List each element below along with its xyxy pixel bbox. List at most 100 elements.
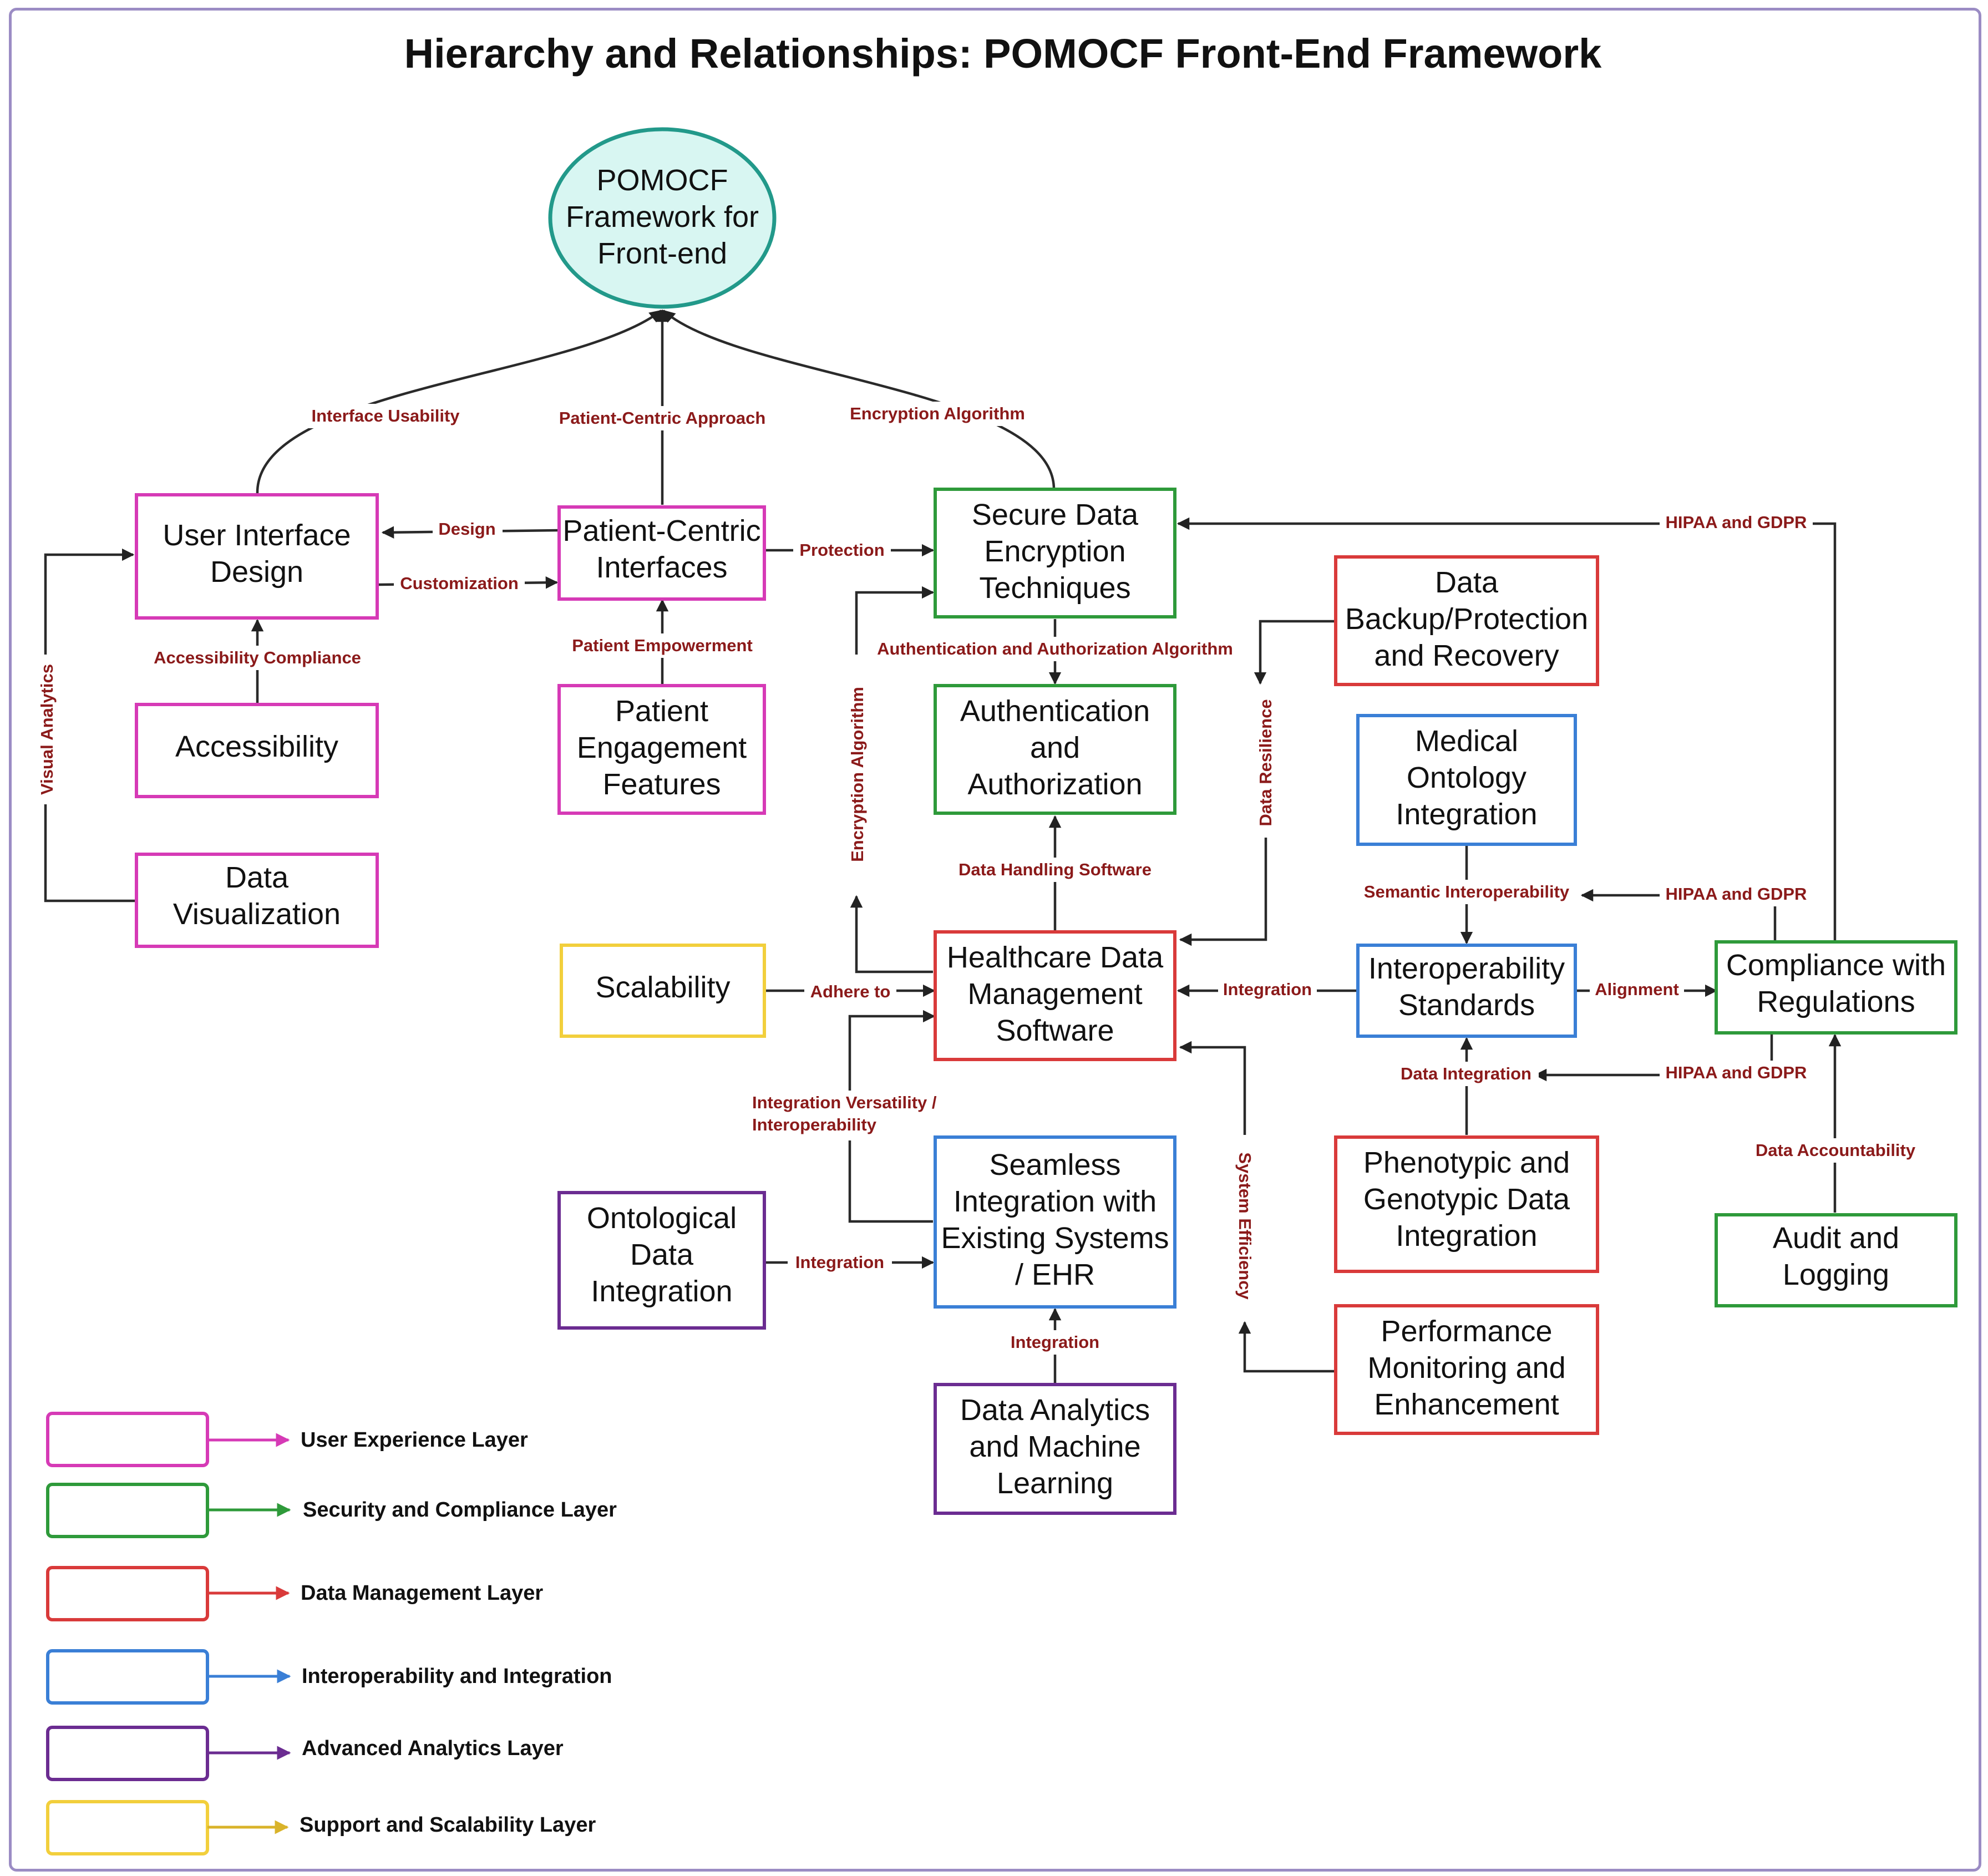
label-data-resilience: Data Resilience (1256, 699, 1275, 826)
edge-interface-usability (256, 310, 662, 494)
node-data-backup-line-2: Backup/Protection (1345, 602, 1588, 636)
node-auth: Authentication and Authorization (934, 684, 1176, 815)
edge-encryption-side-b (855, 586, 935, 655)
node-medical-ontology-line-2: Ontology (1407, 761, 1526, 794)
node-interop-standards: Interoperability Standards (1356, 944, 1577, 1038)
label-accessibility-compliance: Accessibility Compliance (154, 648, 361, 667)
node-seamless-line-2: Integration with (954, 1185, 1157, 1218)
node-scalability: Scalability (560, 944, 766, 1038)
label-patient-empowerment: Patient Empowerment (572, 636, 753, 655)
node-data-backup-line-1: Data (1435, 566, 1499, 599)
node-analytics-ml-line-2: and Machine (969, 1430, 1140, 1463)
label-alignment: Alignment (1595, 980, 1679, 999)
node-performance-line-3: Enhancement (1374, 1388, 1559, 1421)
label-system-efficiency: System Efficiency (1235, 1152, 1255, 1300)
node-root-line-1: POMOCF (597, 164, 728, 197)
node-analytics-ml-line-3: Learning (997, 1467, 1113, 1500)
label-encryption-algorithm-top: Encryption Algorithm (850, 404, 1025, 423)
edge-labels: Interface Usability Patient-Centric Appr… (34, 402, 1927, 1355)
node-auth-line-3: Authorization (967, 768, 1142, 801)
legend-item-scalability: Support and Scalability Layer (46, 1800, 596, 1855)
diagram-title: Hierarchy and Relationships: POMOCF Fron… (404, 31, 1602, 77)
node-scalability-line-1: Scalability (595, 971, 730, 1004)
label-patient-centric-approach: Patient-Centric Approach (559, 408, 766, 428)
label-encryption-algorithm-side: Encryption Algorithm (848, 687, 867, 862)
node-audit-line-1: Audit and (1773, 1221, 1899, 1255)
label-data-handling: Data Handling Software (958, 860, 1152, 879)
node-ui-design-line-2: Design (210, 555, 303, 589)
label-integration-ontological: Integration (795, 1253, 884, 1272)
node-seamless-line-3: Existing Systems (941, 1221, 1169, 1255)
node-ontological-line-3: Integration (591, 1275, 732, 1308)
node-data-visualization: Data Visualization (135, 853, 379, 948)
node-data-backup: Data Backup/Protection and Recovery (1334, 555, 1599, 686)
label-visual-analytics: Visual Analytics (37, 664, 57, 795)
label-customization: Customization (400, 574, 519, 593)
node-compliance-line-2: Regulations (1757, 985, 1915, 1018)
node-phenotypic-line-3: Integration (1396, 1219, 1537, 1253)
label-semantic-interop: Semantic Interoperability (1364, 882, 1570, 901)
node-accessibility-line-1: Accessibility (175, 730, 338, 763)
legend-label-user-experience: User Experience Layer (301, 1428, 528, 1452)
node-patient-engagement-line-2: Engagement (577, 731, 747, 764)
node-audit-line-2: Logging (1783, 1258, 1889, 1291)
label-integration-dms: Integration (1223, 980, 1312, 999)
legend-item-analytics: Advanced Analytics Layer (46, 1726, 564, 1781)
node-patient-centric-line-2: Interfaces (596, 551, 727, 584)
node-medical-ontology-line-3: Integration (1396, 798, 1537, 831)
node-performance: Performance Monitoring and Enhancement (1334, 1304, 1599, 1435)
node-healthcare-dms-line-3: Software (996, 1014, 1114, 1047)
node-secure-encryption: Secure Data Encryption Techniques (934, 488, 1176, 618)
node-ontological-line-2: Data (630, 1238, 694, 1271)
legend-item-user-experience: User Experience Layer (46, 1412, 528, 1467)
edge-data-resilience-b (1179, 838, 1267, 946)
label-hipaa-top: HIPAA and GDPR (1666, 513, 1807, 532)
node-interop-standards-line-2: Standards (1398, 988, 1535, 1022)
label-data-integration: Data Integration (1401, 1064, 1531, 1083)
legend-item-security: Security and Compliance Layer (46, 1483, 617, 1538)
node-data-backup-line-3: and Recovery (1374, 639, 1559, 672)
node-secure-encryption-line-1: Secure Data (972, 498, 1139, 531)
label-integration-analytics: Integration (1011, 1332, 1099, 1352)
node-auth-line-1: Authentication (960, 694, 1150, 728)
node-accessibility: Accessibility (135, 703, 379, 798)
node-root: POMOCF Framework for Front-end (548, 127, 777, 309)
edge-system-efficiency-b (1179, 1041, 1246, 1135)
node-seamless-line-1: Seamless (989, 1148, 1120, 1182)
node-healthcare-dms-line-1: Healthcare Data (947, 941, 1164, 974)
node-audit: Audit and Logging (1715, 1213, 1957, 1307)
legend-label-scalability: Support and Scalability Layer (300, 1813, 596, 1837)
label-design: Design (438, 519, 495, 539)
node-secure-encryption-line-2: Encryption (984, 535, 1125, 568)
node-patient-centric: Patient-Centric Interfaces (557, 505, 766, 601)
node-patient-engagement: Patient Engagement Features (557, 684, 766, 815)
node-analytics-ml: Data Analytics and Machine Learning (934, 1383, 1176, 1515)
edge-hipaa-top (1176, 517, 1837, 941)
node-phenotypic: Phenotypic and Genotypic Data Integratio… (1334, 1135, 1599, 1273)
node-ontological-line-1: Ontological (587, 1201, 737, 1235)
label-auth-algorithm: Authentication and Authorization Algorit… (877, 639, 1233, 658)
node-seamless: Seamless Integration with Existing Syste… (934, 1135, 1176, 1309)
edge-system-efficiency (1238, 1321, 1335, 1373)
node-analytics-ml-line-1: Data Analytics (960, 1393, 1150, 1427)
node-patient-engagement-line-1: Patient (615, 694, 708, 728)
node-auth-line-2: and (1030, 731, 1080, 764)
nodes: POMOCF Framework for Front-end User Inte… (135, 127, 1957, 1515)
node-root-line-2: Framework for (566, 200, 759, 234)
node-ontological: Ontological Data Integration (557, 1191, 766, 1330)
node-compliance-line-1: Compliance with (1726, 949, 1946, 982)
node-ui-design: User Interface Design (135, 493, 379, 620)
legend-item-data-management: Data Management Layer (46, 1566, 543, 1621)
node-compliance: Compliance with Regulations (1715, 940, 1957, 1035)
node-medical-ontology-line-1: Medical (1415, 724, 1518, 758)
label-interface-usability: Interface Usability (311, 406, 460, 425)
node-performance-line-2: Monitoring and (1367, 1351, 1565, 1385)
node-data-visualization-line-2: Visualization (173, 898, 341, 931)
legend-label-security: Security and Compliance Layer (303, 1498, 617, 1522)
label-integration-versatility-2: Interoperability (752, 1115, 877, 1134)
label-protection: Protection (799, 540, 884, 560)
node-medical-ontology: Medical Ontology Integration (1356, 714, 1577, 846)
node-secure-encryption-line-3: Techniques (979, 571, 1130, 605)
legend-label-analytics: Advanced Analytics Layer (302, 1737, 564, 1760)
